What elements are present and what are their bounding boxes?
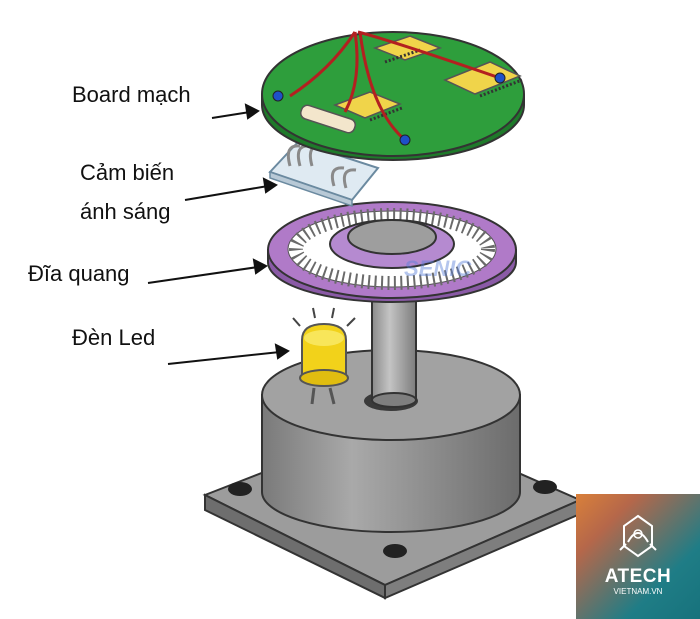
logo-sub: VIETNAM.VN xyxy=(613,587,663,596)
label-disc: Đĩa quang xyxy=(28,261,130,286)
logo-emblem-icon xyxy=(619,514,657,558)
motor-shaft xyxy=(371,299,417,408)
label-sensor-line1: Cảm biến xyxy=(80,160,175,185)
label-arrows xyxy=(147,103,290,365)
atech-logo: ATECH VIETNAM.VN xyxy=(576,494,700,619)
watermark: SENIC xyxy=(404,256,472,281)
circuit-board xyxy=(261,30,525,161)
label-sensor-line2: ánh sáng xyxy=(80,199,171,224)
led-component xyxy=(292,307,356,405)
logo-brand: ATECH xyxy=(604,566,672,587)
label-led: Đèn Led xyxy=(72,325,156,350)
label-board: Board mạch xyxy=(72,82,191,107)
optical-disc xyxy=(267,201,517,303)
